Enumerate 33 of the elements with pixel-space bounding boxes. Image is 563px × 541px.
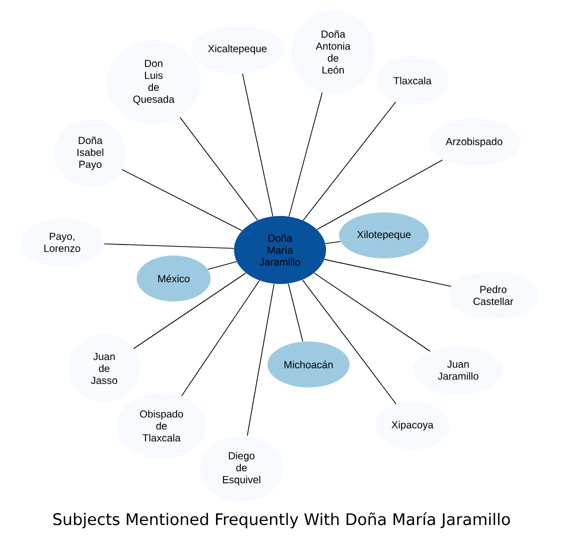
connector-line bbox=[314, 272, 430, 352]
connector-line bbox=[288, 283, 304, 342]
connector-line bbox=[246, 284, 274, 436]
ellipse-node: Xilotepeque bbox=[339, 212, 429, 258]
connector-line bbox=[122, 169, 242, 231]
ellipse-node: Xipacoya bbox=[375, 402, 450, 450]
ellipse-node: Arzobispado bbox=[428, 118, 520, 166]
ellipse-node: Juan Jaramillo bbox=[413, 346, 504, 394]
ellipse-node: Xicaltepeque bbox=[190, 26, 284, 74]
connector-line bbox=[207, 261, 237, 270]
ellipse-node: Don Luis de Quesada bbox=[106, 40, 201, 124]
connector-line bbox=[302, 279, 396, 404]
ellipse-node: Pedro Castellar bbox=[448, 271, 538, 320]
ellipse-node: Doña Antonia de León bbox=[291, 10, 376, 94]
connector-line bbox=[316, 160, 443, 230]
title: Subjects Mentioned Frequently With Doña María Jaramillo bbox=[53, 512, 510, 528]
ellipse-node: Payo, Lorenzo bbox=[20, 218, 104, 266]
ellipse-node: Diego de Esquivel bbox=[200, 436, 284, 502]
ellipse-node: Michoacán bbox=[268, 342, 350, 388]
ellipse-node: Obispado de Tlaxcala bbox=[116, 392, 206, 459]
ellipse-node: Tlaxcala bbox=[376, 56, 448, 105]
connector-line bbox=[180, 116, 258, 221]
connector-line bbox=[104, 243, 234, 249]
ellipse-node: México bbox=[136, 256, 211, 302]
ellipse-node: Doña Isabel Payo bbox=[54, 119, 126, 188]
connector-line bbox=[324, 259, 452, 287]
connector-line bbox=[325, 241, 341, 244]
connector-line bbox=[242, 73, 274, 217]
connector-line bbox=[181, 280, 260, 396]
connector-line bbox=[302, 102, 396, 221]
connector-line bbox=[133, 272, 246, 350]
ellipse-node: Juan de Jasso bbox=[68, 334, 140, 402]
connector-line bbox=[288, 92, 323, 217]
